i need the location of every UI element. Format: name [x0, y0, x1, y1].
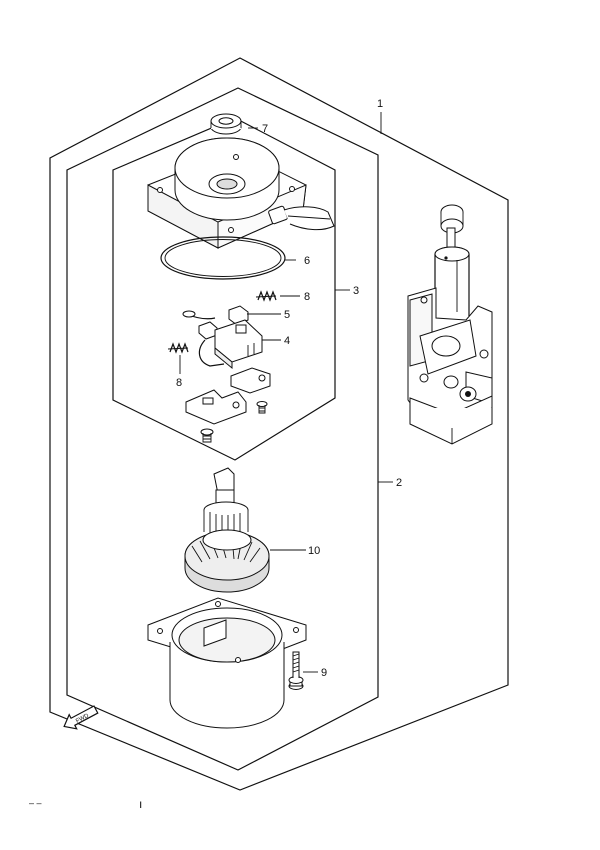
callout-9: 9 — [321, 667, 327, 679]
trim-cylinder-unit — [407, 204, 493, 445]
callout-6: 6 — [304, 255, 310, 267]
callout-4: 4 — [284, 335, 290, 347]
footer-mark-left: – – — [29, 798, 42, 808]
assembly-2-outline — [66, 87, 379, 771]
assembly-1-outline — [49, 57, 509, 791]
assembly-3-outline — [112, 117, 336, 461]
footer-mark-right: ı — [139, 797, 142, 811]
screw-small-b — [200, 428, 214, 443]
leader-lines — [179, 112, 393, 673]
spring-part-8-upper — [255, 290, 277, 302]
spring-part-8-lower — [167, 342, 189, 354]
callout-1: 1 — [377, 98, 383, 110]
callout-8-upper: 8 — [304, 291, 310, 303]
bolt-part-9 — [288, 651, 304, 690]
callout-3: 3 — [353, 285, 359, 297]
motor-end-cap — [147, 137, 335, 249]
fwd-arrow-icon: FWD — [63, 705, 99, 730]
brush-plate — [185, 367, 271, 425]
o-ring-part-6 — [160, 236, 286, 280]
callout-5: 5 — [284, 309, 290, 321]
seal-part-7 — [210, 113, 242, 135]
callout-8-lower: 8 — [176, 377, 182, 389]
motor-yoke — [147, 597, 307, 729]
callout-2: 2 — [396, 477, 402, 489]
callout-7: 7 — [262, 123, 268, 135]
brush-holder-part-4 — [198, 319, 263, 370]
callout-10: 10 — [308, 545, 320, 557]
armature-part-10 — [184, 467, 270, 593]
screw-small-a — [256, 401, 268, 414]
